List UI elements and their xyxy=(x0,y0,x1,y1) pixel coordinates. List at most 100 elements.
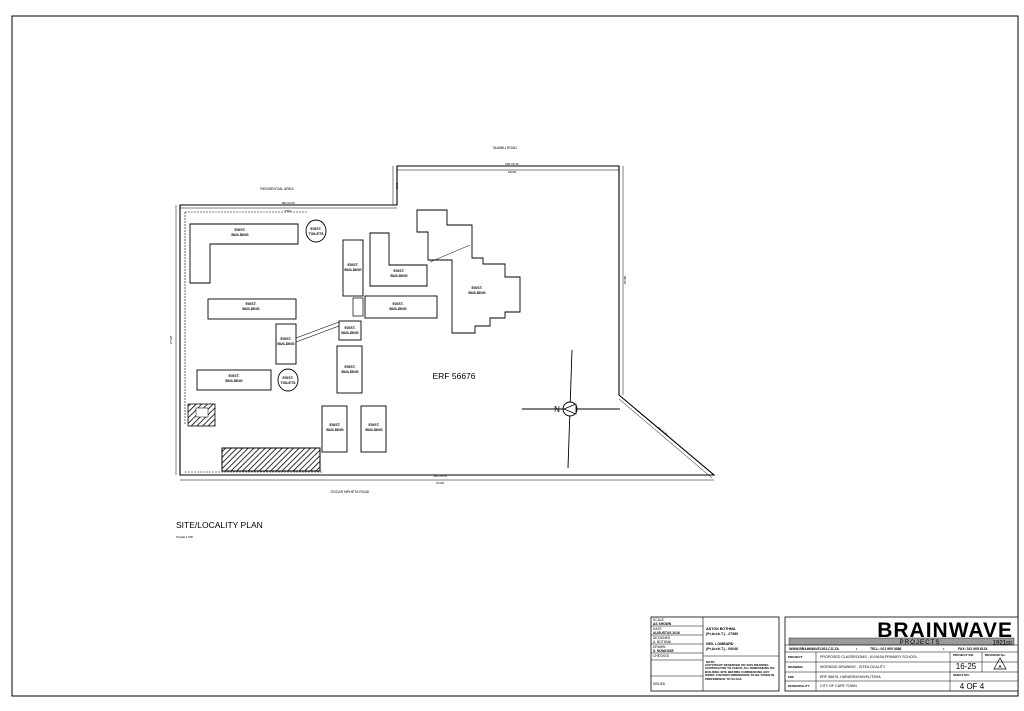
dimension-texts: 180 00 00 7500 089 26 30 18200 269 28 30… xyxy=(169,162,669,485)
svg-text:BUILDING: BUILDING xyxy=(389,307,407,311)
tb-date-label: DATE xyxy=(653,627,662,631)
tb-erf-label: ERF xyxy=(788,675,794,679)
tb-issued-label: ISSUED xyxy=(653,682,666,686)
toilets-top xyxy=(305,219,327,243)
tb-designed-label: DESIGNED xyxy=(653,636,671,640)
label-l2: BUILDING xyxy=(242,307,260,311)
connecting-path xyxy=(295,321,340,339)
label-l1: EXIST. xyxy=(472,286,483,290)
tb-fax: FAX: 021 905 6124 xyxy=(958,647,988,651)
building-large-east xyxy=(416,209,521,334)
label-l1: EXIST. xyxy=(330,423,341,427)
label-l1: EXIST. xyxy=(345,365,356,369)
svg-text:3260: 3260 xyxy=(395,182,399,189)
tb-drawn-label: DRAWN xyxy=(653,645,666,649)
proposed-classroom-block xyxy=(221,447,321,472)
svg-text:BUILDING: BUILDING xyxy=(341,370,359,374)
tb-erf-value: ERF 56676, HARARE/KHAYELITSHA xyxy=(820,675,881,679)
tb-tel: TELL: 021 905 3088 xyxy=(870,647,901,651)
tb-sheet-no-value: 4 OF 4 xyxy=(960,682,985,691)
tb-person2-name: NEIL LOMBARD xyxy=(706,642,734,646)
tb-person1-name: ANTON BOTHMA xyxy=(706,627,736,631)
toilets-l1: EXIST. xyxy=(311,227,322,231)
tb-project-no-label: PROJECT NO. xyxy=(953,653,974,657)
label-l1: EXIST. xyxy=(281,337,292,341)
label-l2: BUILDING xyxy=(344,268,362,272)
tb-project-no-value: 16-25 xyxy=(956,662,977,671)
tb-scale-label: SCALE xyxy=(653,618,665,622)
tb-bullet-1: • xyxy=(856,646,858,651)
label-l2: BUILDING xyxy=(231,233,249,237)
tb-municipality-value: CITY OF CAPE TOWN xyxy=(820,684,857,688)
svg-text:7500: 7500 xyxy=(285,209,292,213)
svg-text:269 28 30: 269 28 30 xyxy=(433,474,447,478)
fence-line xyxy=(184,211,322,473)
building-bottom-left xyxy=(196,369,272,391)
svg-text:EXIST.: EXIST. xyxy=(311,227,322,231)
svg-text:25380: 25380 xyxy=(623,275,627,284)
svg-text:089 26 30: 089 26 30 xyxy=(505,162,519,166)
label-l2: BUILDING xyxy=(390,274,408,278)
label-l1: EXIST. xyxy=(393,302,404,306)
label-l2: BUILDING xyxy=(341,331,359,335)
building-bottom-2 xyxy=(360,405,387,453)
label-l1: EXIST. xyxy=(229,374,240,378)
label-l1: EXIST. xyxy=(348,263,359,267)
label-l1: EXIST. xyxy=(394,269,405,273)
tb-revision-label: REVISION No. xyxy=(985,653,1006,657)
svg-text:EXIST.: EXIST. xyxy=(369,423,380,427)
tb-revision-value: A xyxy=(998,664,1002,669)
title-block: SCALE AS SHOWN DATE AUGUSTUS 2016 DESIGN… xyxy=(650,616,1019,692)
connecting-path-2 xyxy=(295,325,340,343)
tb-note-label: NOTE: xyxy=(706,660,715,664)
svg-text:BUILDING: BUILDING xyxy=(231,233,249,237)
svg-text:89 47 30: 89 47 30 xyxy=(657,426,669,437)
tb-sheet-no-label: SHEET NO. xyxy=(953,673,970,677)
tb-date-value: AUGUSTUS 2016 xyxy=(653,631,680,635)
label-l1: EXIST. xyxy=(246,302,257,306)
svg-text:BUILDING: BUILDING xyxy=(390,274,408,278)
tb-checked-label: CHECKED xyxy=(653,654,670,658)
svg-text:TOILETS: TOILETS xyxy=(308,232,324,236)
tb-project-value: PROPOSED CLASSROOMS - KUYASA PRIMARY SCH… xyxy=(820,655,917,659)
toilets-bottom xyxy=(277,368,299,392)
road-label-west: RESIDENTIAL AREA xyxy=(260,187,294,191)
svg-text:BUILDING: BUILDING xyxy=(344,268,362,272)
toilets-l2: TOILETS xyxy=(308,232,324,236)
north-arrow xyxy=(522,349,620,469)
svg-text:BUILDING: BUILDING xyxy=(468,291,486,295)
building-mid-left xyxy=(207,298,297,320)
svg-text:BUILDING: BUILDING xyxy=(225,379,243,383)
tb-municipality-label: MUNICIPALITY xyxy=(788,684,811,688)
svg-text:BUILDING: BUILDING xyxy=(277,342,295,346)
tb-company-sub: PROJECTS xyxy=(899,639,940,646)
svg-text:EXIST.: EXIST. xyxy=(345,365,356,369)
label-l1: EXIST. xyxy=(345,326,356,330)
tb-scale-value: AS SHOWN xyxy=(653,622,672,626)
site-boundary xyxy=(179,165,716,476)
svg-text:EXIST.: EXIST. xyxy=(472,286,483,290)
guard-box-inner xyxy=(195,407,209,418)
svg-text:EXIST.: EXIST. xyxy=(283,376,294,380)
svg-text:27325: 27325 xyxy=(169,335,173,344)
tb-company: BRAINWAVE xyxy=(877,619,1013,642)
svg-text:BUILDING: BUILDING xyxy=(341,331,359,335)
north-label: N xyxy=(554,405,560,414)
tb-website: WWW.BRAINWAVE1921.CO.ZA xyxy=(789,647,839,651)
label-l2: BUILDING xyxy=(468,291,486,295)
label-l2: BUILDING xyxy=(365,428,383,432)
svg-text:EXIST.: EXIST. xyxy=(330,423,341,427)
revision-triangle-icon xyxy=(993,657,1007,670)
label-l2: BUILDING xyxy=(341,370,359,374)
label-l2: BUILDING xyxy=(277,342,295,346)
building-labels: EXIST. BUILDING EXIST. BUILDING EXIST. B… xyxy=(225,227,486,432)
tb-person2-reg: (Pr.Arch.T.) - 00046 xyxy=(706,647,738,651)
toilets-l1: EXIST. xyxy=(283,376,294,380)
label-l1: EXIST. xyxy=(369,423,380,427)
svg-text:EXIST.: EXIST. xyxy=(394,269,405,273)
plan-scale: SCALE 1:500 xyxy=(176,535,193,539)
svg-text:BUILDING: BUILDING xyxy=(365,428,383,432)
plan-title: SITE/LOCALITY PLAN xyxy=(176,520,263,530)
dimension-lines xyxy=(175,166,714,481)
